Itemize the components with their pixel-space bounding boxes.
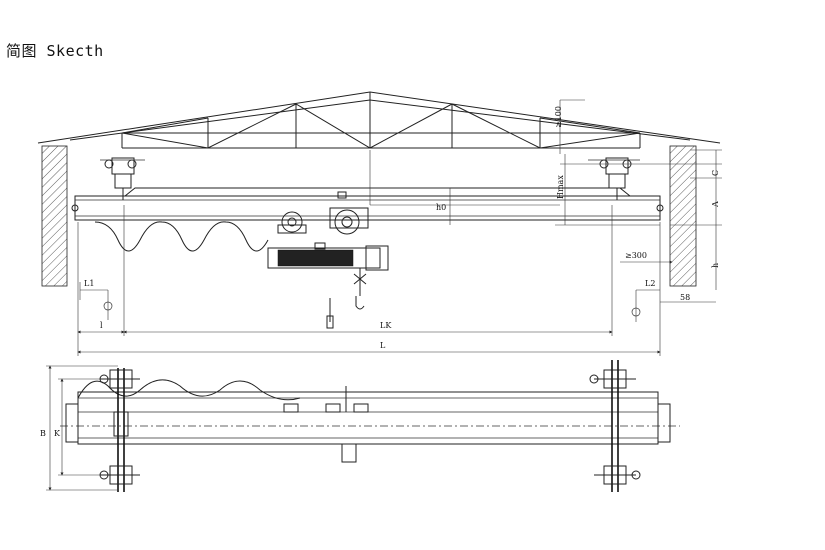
label-l1: L1: [84, 279, 94, 288]
label-ge100: ≥100: [554, 106, 563, 128]
label-h0: h0: [436, 203, 446, 212]
clearance-dims: ≥300 L1 L2 58: [79, 251, 716, 322]
left-runway-plan: [99, 368, 140, 492]
plan-view: B K: [40, 360, 680, 492]
label-b: B: [40, 429, 46, 438]
left-wall: [41, 145, 68, 287]
left-end-carriage: [100, 157, 145, 200]
label-lk: LK: [380, 321, 392, 330]
sketch-title: 简图 Skecth: [6, 42, 104, 60]
elevation-view: ≥100 Hmax h0 C A h ≥300 L1 L2 58: [37, 91, 722, 356]
label-c: C: [711, 170, 720, 176]
plan-hoist: [283, 386, 369, 463]
label-l-small: l: [100, 321, 103, 330]
span-dims: l LK L: [77, 205, 661, 356]
label-58: 58: [680, 293, 690, 302]
label-ge300: ≥300: [625, 251, 647, 260]
label-k: K: [54, 429, 61, 438]
roof-truss: [37, 91, 721, 149]
plan-festoon: [77, 379, 301, 401]
festoon-cable: [94, 221, 269, 252]
electric-hoist: [267, 191, 389, 329]
right-wall: [669, 145, 697, 287]
label-a: A: [711, 201, 720, 208]
right-runway-plan: [589, 360, 641, 492]
label-l-total: L: [380, 341, 386, 350]
label-hmax: Hmax: [556, 175, 565, 199]
plan-dims: B K: [40, 365, 118, 491]
right-end-carriage: [560, 157, 722, 200]
vertical-dimensions: [330, 99, 722, 290]
label-h: h: [711, 263, 720, 268]
label-l2: L2: [645, 279, 655, 288]
